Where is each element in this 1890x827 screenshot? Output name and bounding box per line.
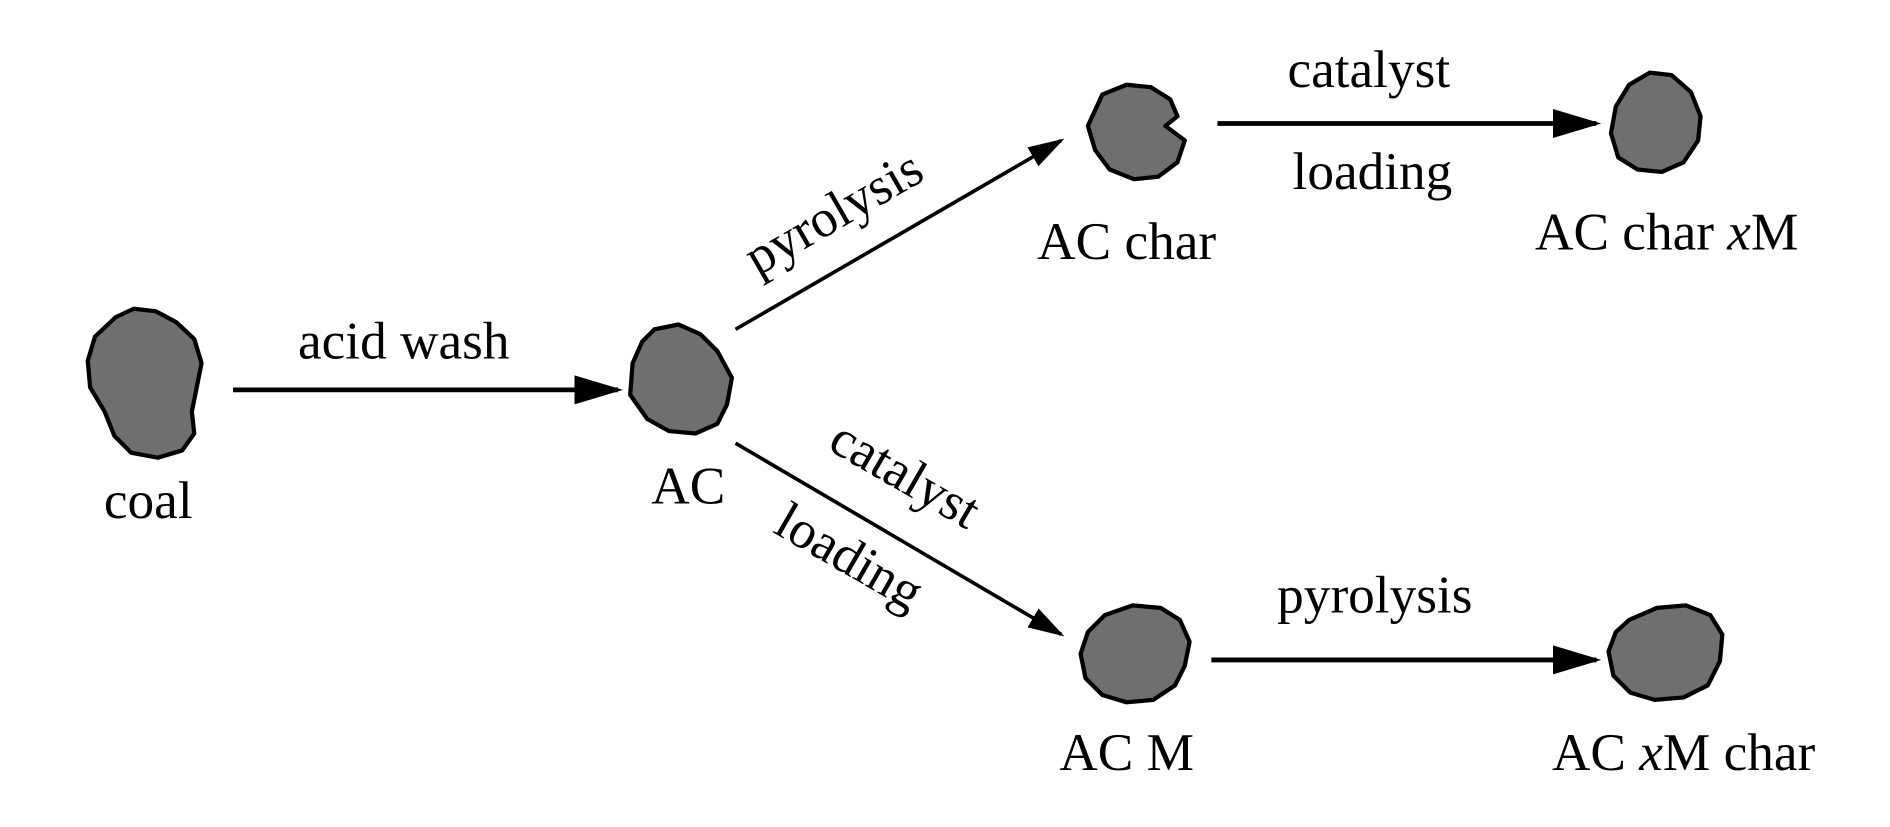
pyrolysis-lower-label: pyrolysis — [1277, 566, 1472, 625]
ac-char-xm-label: AC char xM — [1535, 202, 1798, 261]
ac-particle — [628, 322, 735, 436]
coal-label: coal — [104, 471, 193, 530]
loading-upper-label: loading — [1293, 142, 1453, 201]
ac-m-label: AC M — [1059, 723, 1194, 782]
ac-char-particle — [1085, 82, 1187, 182]
ac-label: AC — [651, 457, 725, 516]
pyrolysis-upper-label: pyrolysis — [734, 138, 933, 287]
pyrolysis-upper-arrow — [734, 138, 1065, 331]
ac-xm-char-label: AC xM char — [1552, 723, 1816, 782]
ac-m-particle — [1078, 603, 1192, 705]
acid-wash-label: acid wash — [298, 311, 510, 370]
ac-char-label: AC char — [1037, 212, 1216, 271]
ac-xm-char-particle — [1606, 603, 1725, 702]
catalyst-loading-lower-arrow — [734, 441, 1065, 637]
ac-char-xm-particle — [1608, 70, 1703, 175]
coal-particle — [85, 306, 204, 460]
catalyst-upper-label: catalyst — [1287, 40, 1450, 99]
